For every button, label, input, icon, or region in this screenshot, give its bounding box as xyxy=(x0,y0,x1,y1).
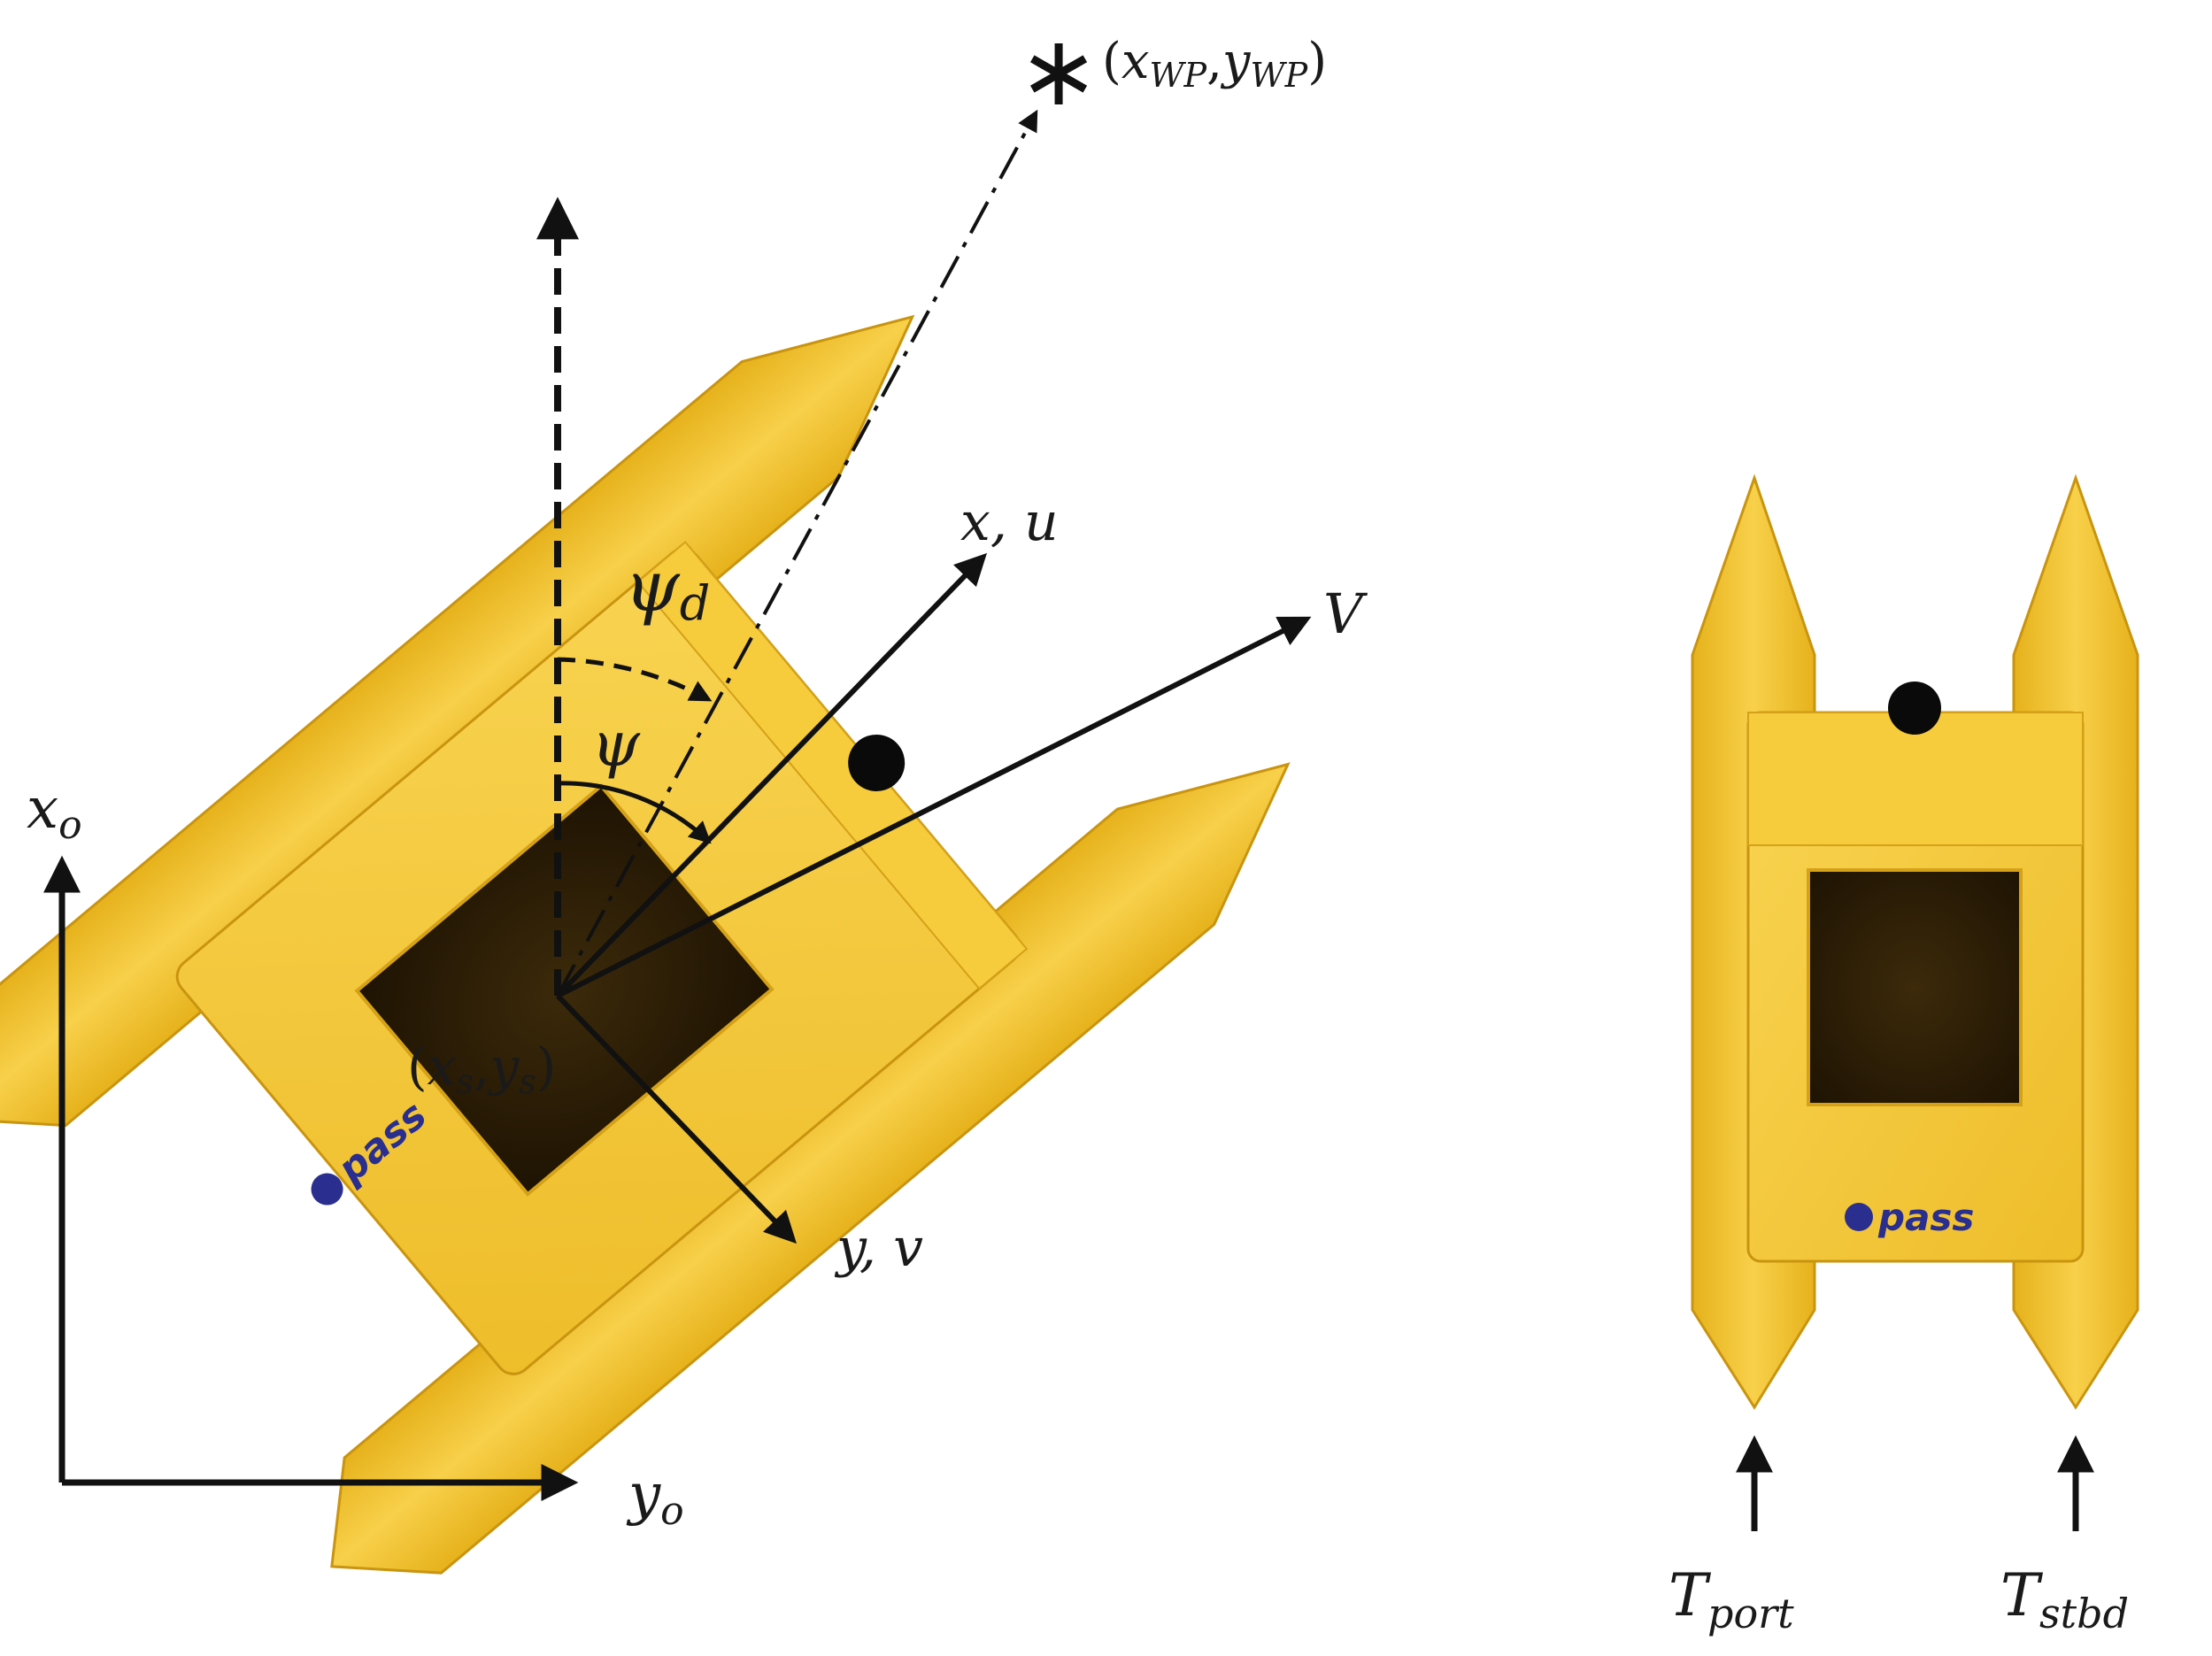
rotated-catamaran: pass xyxy=(0,314,1291,1575)
earth-frame xyxy=(43,855,579,1501)
thrust-stbd-label: Tstbd xyxy=(2000,1561,2129,1637)
top-view-catamaran: pass xyxy=(1691,474,2139,1410)
velocity-label: V xyxy=(1323,582,1368,646)
pass-logo-top: pass xyxy=(1845,1196,1974,1239)
earth-y-label: yo xyxy=(626,1462,684,1534)
black-dot-icon xyxy=(848,734,906,791)
logo-text-top: pass xyxy=(1877,1196,1974,1239)
body-y-axis xyxy=(555,993,797,1244)
black-dot-icon xyxy=(1888,682,1941,735)
line-of-sight-line xyxy=(556,109,1038,997)
body-origin xyxy=(536,109,1312,1244)
hatch-top xyxy=(1807,868,2023,1106)
body-y-label: y, v xyxy=(834,1217,923,1279)
thrust-port-label: Tport xyxy=(1669,1561,1794,1637)
earth-x-label: xo xyxy=(27,776,82,848)
body-x-axis xyxy=(555,552,988,998)
velocity-vector xyxy=(556,616,1312,998)
position-label: (xs,ys) xyxy=(407,1036,556,1101)
psi-d-arc xyxy=(557,657,713,702)
psi-arc xyxy=(557,781,712,844)
waypoint-label: (xWP,yWP) xyxy=(1102,33,1327,95)
deck-front-panel-top xyxy=(1747,712,2084,846)
psi-label: ψ xyxy=(591,708,641,781)
body-x-label: x, u xyxy=(960,491,1059,553)
psi-d-label: ψd xyxy=(624,545,710,631)
starboard-hull xyxy=(330,762,1291,1575)
asterisk-icon: ∗ xyxy=(1018,14,1099,127)
